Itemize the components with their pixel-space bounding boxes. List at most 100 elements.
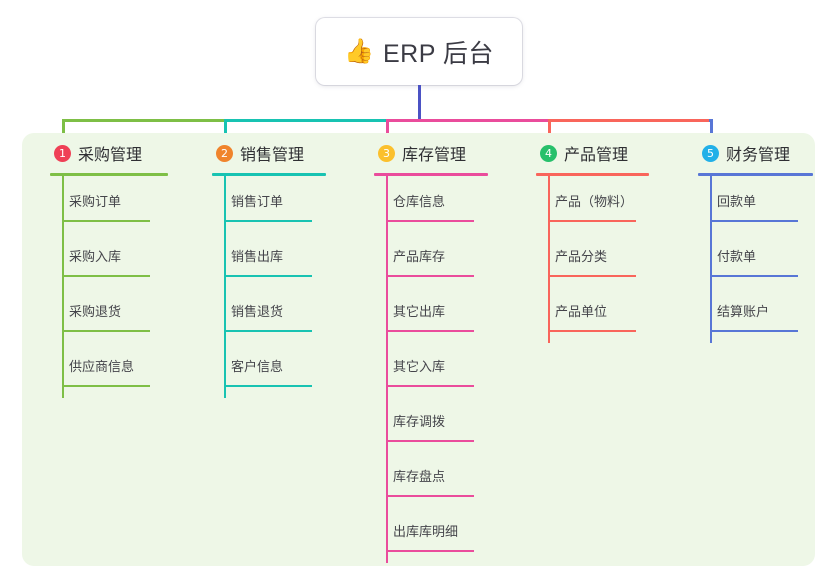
branch-item-underline: [62, 275, 150, 277]
branch-item[interactable]: 出库库明细: [360, 505, 510, 560]
branch-spine-1: [62, 175, 64, 398]
branch-underline-5: [698, 173, 813, 176]
branch-spine-5: [710, 175, 712, 343]
branch-item-label: 供应商信息: [69, 359, 135, 374]
branch-item-underline: [62, 220, 150, 222]
branch-item-label: 产品单位: [555, 304, 608, 319]
root-node-title: ERP 后台: [382, 39, 494, 68]
branch-item-list-2: 销售订单销售出库销售退货客户信息: [198, 175, 348, 395]
root-stem-line: [418, 85, 421, 122]
branch-header-2[interactable]: 2 销售管理: [198, 133, 348, 173]
branch-item-label: 销售出库: [231, 249, 284, 264]
branch-badge-4: 4: [540, 144, 557, 162]
bus-segment-3: [386, 119, 551, 122]
branch-item[interactable]: 其它出库: [360, 285, 510, 340]
branch-header-5[interactable]: 5 财务管理: [684, 133, 834, 173]
branch-title-2: 销售管理: [240, 147, 305, 164]
branch-item[interactable]: 结算账户: [684, 285, 834, 340]
branch-column-4[interactable]: 4 产品管理产品（物料） 产品分类产品单位: [522, 133, 672, 343]
branch-item[interactable]: 库存盘点: [360, 450, 510, 505]
branch-item-underline: [386, 330, 474, 332]
branch-item-label: 其它出库: [393, 304, 446, 319]
branch-item[interactable]: 采购入库: [36, 230, 186, 285]
branch-item[interactable]: 采购订单: [36, 175, 186, 230]
branch-item[interactable]: 客户信息: [198, 340, 348, 395]
branch-item-underline: [548, 330, 636, 332]
branch-item-underline: [386, 550, 474, 552]
branch-item-label: 销售退货: [231, 304, 284, 319]
branch-column-3[interactable]: 3 库存管理仓库信息产品库存其它出库其它入库库存调拨库存盘点出库库明细: [360, 133, 510, 563]
branch-item-underline: [548, 220, 636, 222]
root-node[interactable]: 👍 ERP 后台: [316, 18, 522, 85]
branch-badge-5: 5: [702, 144, 719, 162]
branch-item-list-5: 回款单付款单结算账户: [684, 175, 834, 340]
thumbs-up-icon: 👍: [344, 37, 374, 65]
branch-item[interactable]: 产品分类: [522, 230, 672, 285]
branch-item-list-3: 仓库信息产品库存其它出库其它入库库存调拨库存盘点出库库明细: [360, 175, 510, 560]
branch-item[interactable]: 供应商信息: [36, 340, 186, 395]
branch-item-label: 库存盘点: [393, 469, 446, 484]
branch-item-label: 采购入库: [69, 249, 122, 264]
branch-item-label: 回款单: [717, 194, 757, 209]
branch-item[interactable]: 销售订单: [198, 175, 348, 230]
branch-item-label: 结算账户: [717, 304, 770, 319]
branch-item-underline: [386, 495, 474, 497]
branch-item-label: 采购退货: [69, 304, 122, 319]
branch-item[interactable]: 库存调拨: [360, 395, 510, 450]
branch-item[interactable]: 其它入库: [360, 340, 510, 395]
branch-item[interactable]: 销售出库: [198, 230, 348, 285]
branch-item[interactable]: 销售退货: [198, 285, 348, 340]
branch-badge-3: 3: [378, 144, 395, 162]
branch-item-underline: [386, 275, 474, 277]
branch-spine-3: [386, 175, 388, 563]
branch-underline-2: [212, 173, 326, 176]
branch-item-underline: [710, 220, 798, 222]
branch-title-1: 采购管理: [78, 147, 143, 164]
branch-item-label: 出库库明细: [393, 524, 459, 539]
branch-item[interactable]: 产品库存: [360, 230, 510, 285]
bus-segment-2: [224, 119, 389, 122]
branch-item-label: 产品库存: [393, 249, 446, 264]
branch-header-3[interactable]: 3 库存管理: [360, 133, 510, 173]
bus-segment-4: [548, 119, 713, 122]
branch-badge-2: 2: [216, 144, 233, 162]
branch-item-label: 付款单: [717, 249, 757, 264]
branch-header-4[interactable]: 4 产品管理: [522, 133, 672, 173]
branch-item-underline: [224, 330, 312, 332]
branch-underline-4: [536, 173, 649, 176]
branch-item[interactable]: 产品单位: [522, 285, 672, 340]
branch-item-label: 库存调拨: [393, 414, 446, 429]
branch-item-underline: [710, 330, 798, 332]
branch-item-underline: [62, 330, 150, 332]
branch-item-underline: [224, 385, 312, 387]
branch-column-5[interactable]: 5 财务管理回款单付款单结算账户: [684, 133, 834, 343]
branch-underline-3: [374, 173, 488, 176]
branch-item-label: 其它入库: [393, 359, 446, 374]
branch-item-label: 销售订单: [231, 194, 284, 209]
branch-title-3: 库存管理: [402, 147, 467, 164]
branch-item[interactable]: 产品（物料）: [522, 175, 672, 230]
branch-spine-4: [548, 175, 550, 343]
branch-title-5: 财务管理: [726, 147, 791, 164]
branch-item[interactable]: 仓库信息: [360, 175, 510, 230]
branch-item-label: 客户信息: [231, 359, 284, 374]
branch-item[interactable]: 付款单: [684, 230, 834, 285]
branch-item-label: 仓库信息: [393, 194, 446, 209]
branch-item-underline: [224, 275, 312, 277]
branch-item-label: 产品（物料）: [555, 194, 634, 209]
branch-spine-2: [224, 175, 226, 398]
branch-item-underline: [548, 275, 636, 277]
branch-item[interactable]: 采购退货: [36, 285, 186, 340]
bus-segment-1: [62, 119, 227, 122]
branch-title-4: 产品管理: [564, 147, 629, 164]
branch-item-list-1: 采购订单采购入库采购退货供应商信息: [36, 175, 186, 395]
branch-item-underline: [386, 220, 474, 222]
branch-item-underline: [386, 440, 474, 442]
branch-item-underline: [386, 385, 474, 387]
branch-underline-1: [50, 173, 168, 176]
branch-column-2[interactable]: 2 销售管理销售订单销售出库销售退货客户信息: [198, 133, 348, 398]
branch-item[interactable]: 回款单: [684, 175, 834, 230]
